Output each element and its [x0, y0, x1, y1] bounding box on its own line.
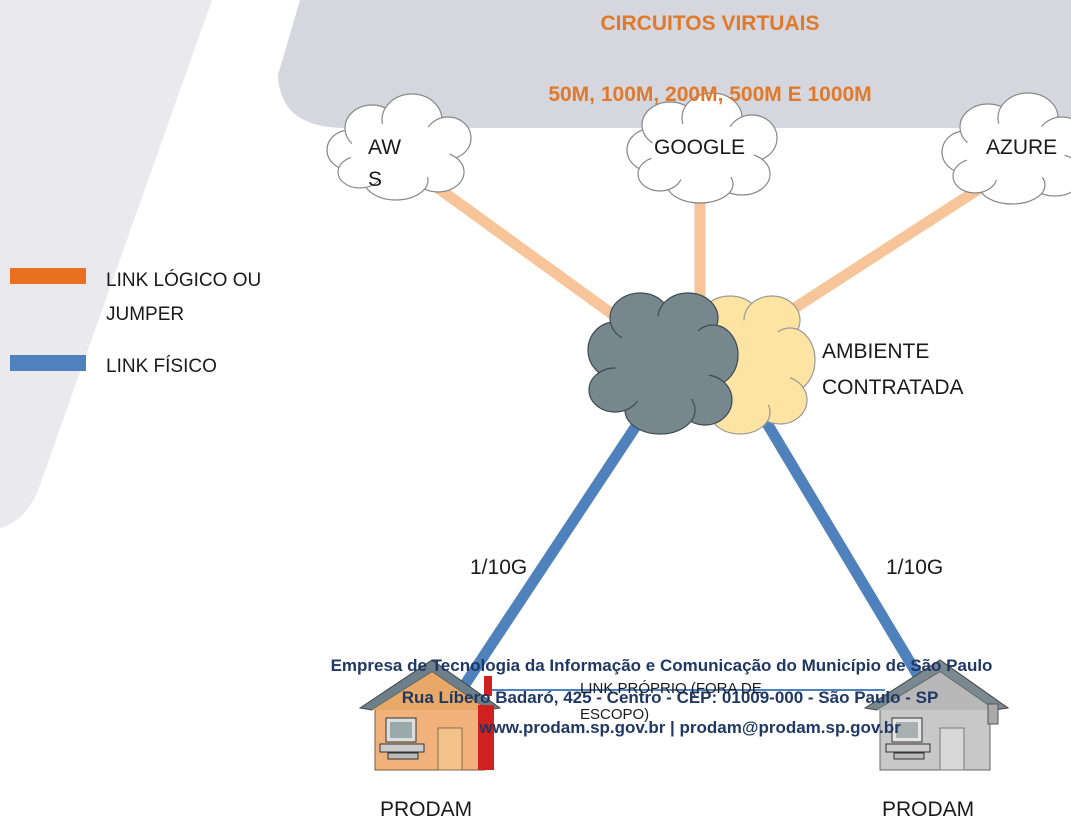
physical-link-left	[447, 416, 645, 708]
legend-logical-swatch	[10, 268, 86, 284]
aws-label-wrap: S	[368, 168, 383, 191]
google-cloud	[626, 92, 778, 204]
footer-address: Rua Líbero Badaró, 425 - Centro - CEP: 0…	[401, 688, 939, 707]
legend-logical-label-line2: JUMPER	[106, 304, 185, 325]
core-label-line2: CONTRATADA	[822, 376, 964, 399]
header-title: CIRCUITOS VIRTUAIS	[600, 12, 820, 35]
footer-contact: www.prodam.sp.gov.br | prodam@prodam.sp.…	[479, 718, 901, 737]
house-left-icon	[358, 659, 502, 771]
azure-label: AZURE	[986, 136, 1058, 159]
physical-link-right	[760, 417, 940, 707]
own-link-label-line2: ESCOPO)	[580, 706, 650, 723]
provider-network-cloud	[587, 292, 739, 435]
azure-cloud	[941, 92, 1071, 205]
footer-company: Empresa de Tecnologia da Informação e Co…	[330, 656, 993, 675]
legend-physical-swatch	[10, 355, 86, 371]
house-right-icon	[863, 659, 1010, 771]
header-speeds: 50M, 100M, 200M, 500M E 1000M	[548, 83, 872, 106]
core-label-line1: AMBIENTE	[822, 340, 930, 363]
own-link-label-line1: LINK PRÓPRIO (FORA DE	[580, 680, 762, 697]
google-label: GOOGLE	[654, 136, 746, 159]
left-link-speed: 1/10G	[470, 556, 528, 579]
background-slanted-panel	[0, 0, 212, 528]
legend-logical-label-line1: LINK LÓGICO OU	[106, 270, 262, 291]
right-link-speed: 1/10G	[886, 556, 944, 579]
header-banner-background	[278, 0, 1071, 128]
legend-physical-label: LINK FÍSICO	[106, 356, 217, 377]
site-right-label: PRODAM	[882, 798, 975, 821]
logical-link-aws	[416, 170, 652, 345]
aws-label: AW	[368, 136, 402, 159]
aws-cloud	[326, 93, 472, 201]
site-left-label: PRODAM	[380, 798, 473, 821]
